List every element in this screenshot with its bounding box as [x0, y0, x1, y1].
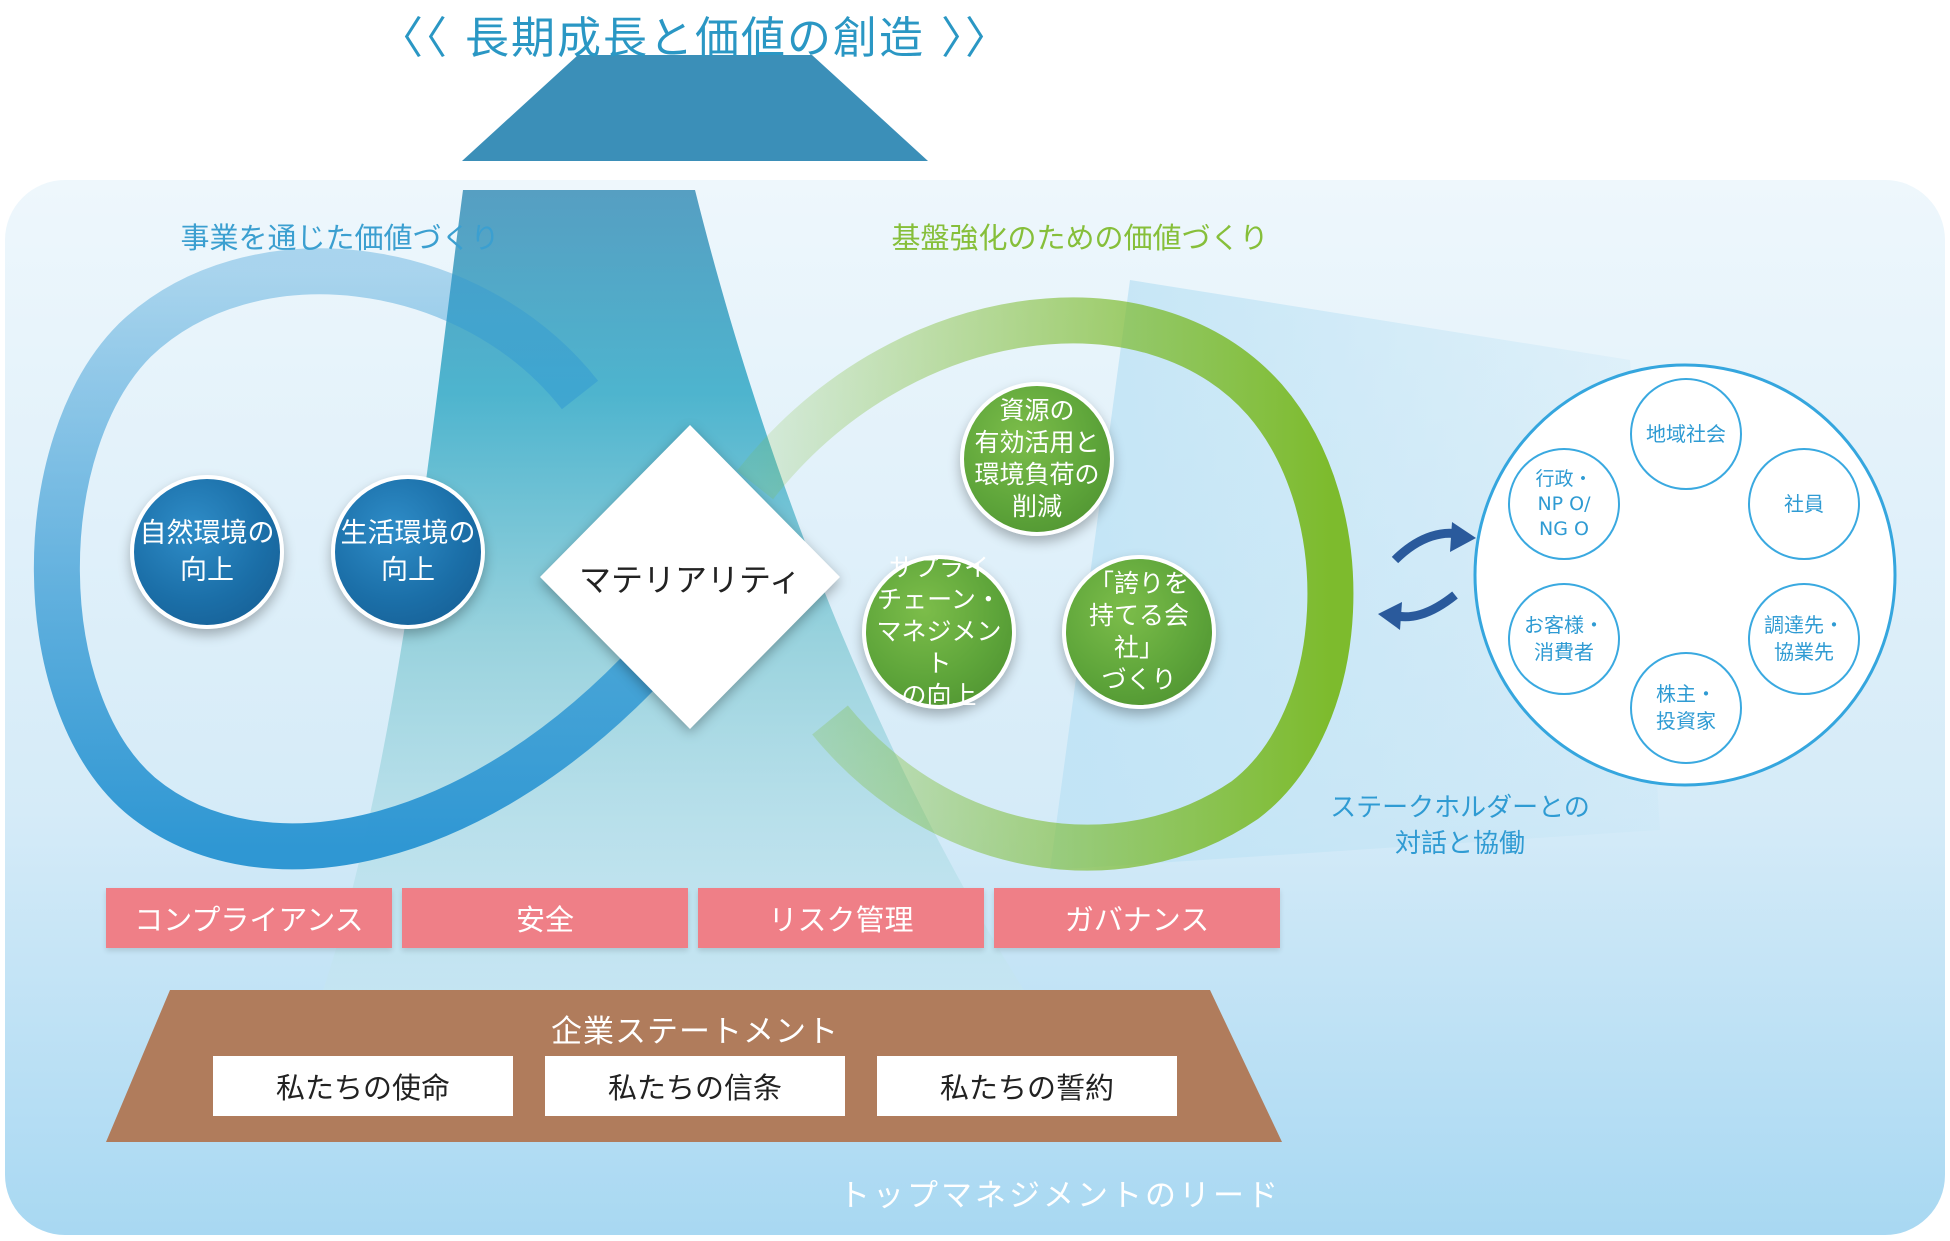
stakeholder-government-npo: 行政・ NP O/ NG O: [1508, 448, 1620, 560]
blue-loop: [33, 248, 678, 870]
section-label-foundation: 基盤強化のための価値づくり: [891, 221, 1269, 255]
circle-proud-company: 「誇りを 持てる会社」 づくり: [1062, 555, 1216, 709]
statement-pledge: 私たちの誓約: [877, 1056, 1177, 1116]
arrow-head-right-icon: [1450, 522, 1476, 552]
statement-mission: 私たちの使命: [213, 1056, 513, 1116]
stakeholder-dialogue-label: ステークホルダーとの 対話と協働: [1330, 793, 1590, 859]
stakeholder-shareholders: 株主・ 投資家: [1630, 652, 1742, 764]
materiality-diamond: [540, 425, 840, 729]
statement-creed: 私たちの信条: [545, 1056, 845, 1116]
stakeholder-suppliers: 調達先・ 協業先: [1748, 583, 1860, 695]
section-label-business: 事業を通じた価値づくり: [180, 221, 500, 255]
page-title: 〈〈 長期成長と価値の創造 〉〉: [379, 13, 1011, 64]
green-loop: [736, 297, 1354, 871]
materiality-label: マテリアリティ: [578, 561, 802, 599]
pillar-compliance: コンプライアンス: [106, 888, 392, 948]
growth-arrow-head: [462, 55, 928, 161]
pillar-governance: ガバナンス: [994, 888, 1280, 948]
circle-supply-chain: サプライ チェーン・ マネジメント の向上: [862, 553, 1016, 710]
stakeholder-customers: お客様・ 消費者: [1508, 583, 1620, 695]
stakeholder-employees: 社員: [1748, 448, 1860, 560]
circle-living-environment: 生活環境の 向上: [331, 475, 485, 629]
stakeholder-beam: [1050, 280, 1660, 870]
arrow-head-left-icon: [1378, 602, 1402, 630]
stakeholder-community: 地域社会: [1630, 378, 1742, 490]
top-management-label: トップマネジメントのリード: [839, 1178, 1281, 1214]
corporate-statement-title: 企業ステートメント: [551, 1014, 839, 1050]
pillar-risk-management: リスク管理: [698, 888, 984, 948]
circle-natural-environment: 自然環境の 向上: [130, 475, 284, 629]
pillar-safety: 安全: [402, 888, 688, 948]
circle-resource-efficiency: 資源の 有効活用と 環境負荷の 削減: [960, 382, 1114, 536]
